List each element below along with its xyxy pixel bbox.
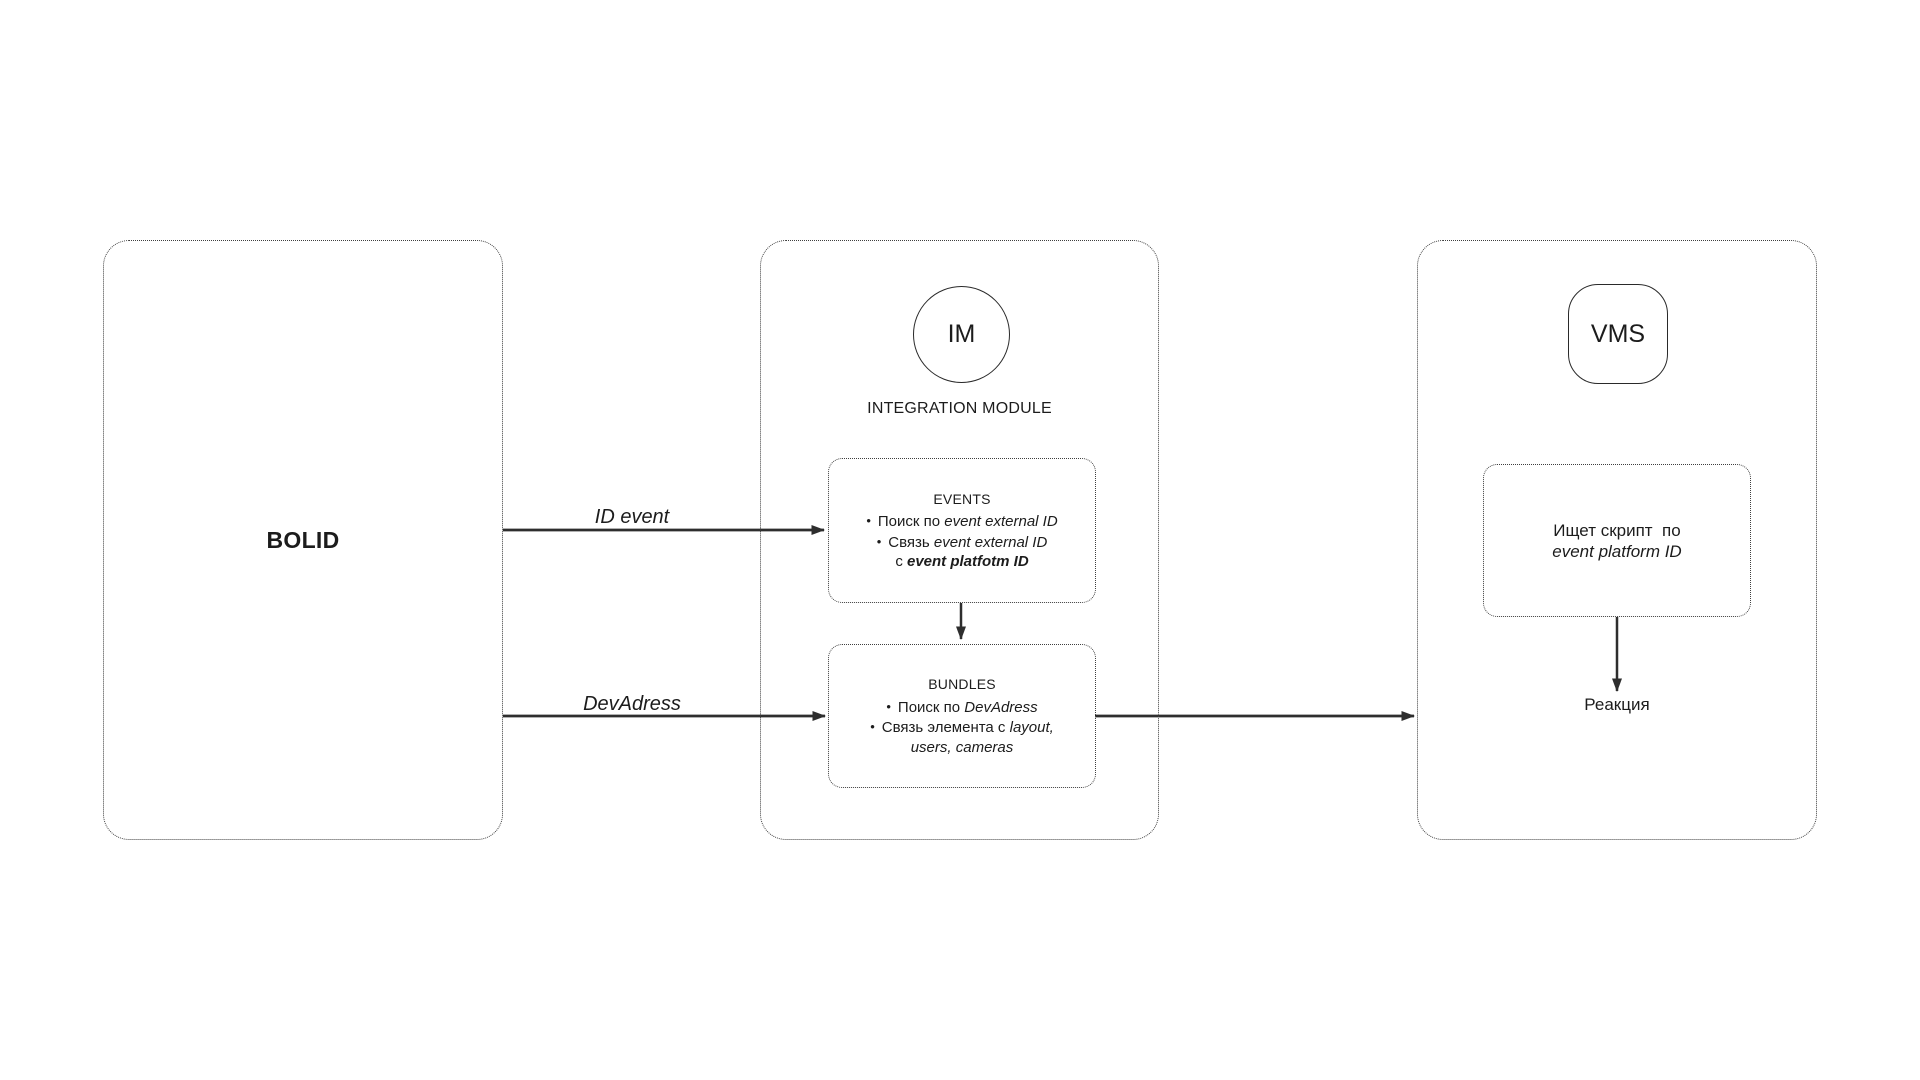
events-continuation-bold: event platfotm ID xyxy=(906,553,1029,570)
im-badge-label: IM xyxy=(947,320,976,348)
events-bullet-1: • Поиск по event external ID xyxy=(866,511,1057,532)
reaction-label: Реакция xyxy=(1584,695,1650,714)
bolid-container: BOLID xyxy=(103,240,503,840)
bullet-glyph: • xyxy=(870,719,875,734)
bullet-glyph: • xyxy=(886,698,891,714)
script-line-1: Ищет скрипт по xyxy=(1553,520,1681,540)
events-title: EVENTS xyxy=(933,490,991,507)
bundles-continuation-italic: users, cameras xyxy=(910,738,1014,756)
bundles-bullet-2: • Связь элемента с layout, xyxy=(870,717,1054,738)
script-line-2: event platform ID xyxy=(1552,541,1682,561)
vms-container: VMS Ищет скрипт по event platform ID Реа… xyxy=(1417,240,1817,840)
bundles-box: BUNDLES • Поиск по DevAdress • Связь элеме… xyxy=(828,644,1096,788)
bundles-bullet-2-text: Связь элемента с xyxy=(881,719,1010,736)
events-bullet-2: • Связь event external ID xyxy=(877,532,1048,553)
script-search-box: Ищет скрипт по event platform ID xyxy=(1483,464,1751,617)
events-bullet-2-italic: event external ID xyxy=(933,533,1048,551)
vms-badge: VMS xyxy=(1568,284,1668,384)
events-bullet-2-text: Связь xyxy=(888,533,934,551)
bolid-label: BOLID xyxy=(266,526,340,553)
vms-badge-label: VMS xyxy=(1590,319,1646,348)
events-continuation-prefix: с xyxy=(895,553,907,570)
bundles-bullet-1-text: Поиск по xyxy=(897,698,965,716)
events-bullet-2-continuation: с event platfotm ID xyxy=(895,552,1028,572)
flow-label-devadress: DevAdress xyxy=(583,693,681,715)
im-circle-badge: IM xyxy=(913,286,1010,383)
bullet-glyph: • xyxy=(866,513,871,528)
bundles-bullet-2-italic: layout, xyxy=(1009,719,1054,736)
flow-label-id-event: ID event xyxy=(594,506,670,528)
events-box: EVENTS • Поиск по event external ID • Связ… xyxy=(828,458,1096,603)
events-bullet-1-italic: event external ID xyxy=(944,513,1058,530)
events-bullet-1-text: Поиск по xyxy=(877,513,945,530)
bundles-bullet-1-italic: DevAdress xyxy=(964,698,1038,716)
bundles-bullet-1: • Поиск по DevAdress xyxy=(886,697,1037,718)
bullet-glyph: • xyxy=(876,533,882,549)
bundles-bullet-2-continuation: users, cameras xyxy=(911,738,1014,758)
bundles-title: BUNDLES xyxy=(928,676,996,692)
integration-module-container: IM INTEGRATION MODULE EVENTS • Поиск по e… xyxy=(760,240,1159,840)
integration-module-caption: INTEGRATION MODULE xyxy=(867,400,1052,417)
